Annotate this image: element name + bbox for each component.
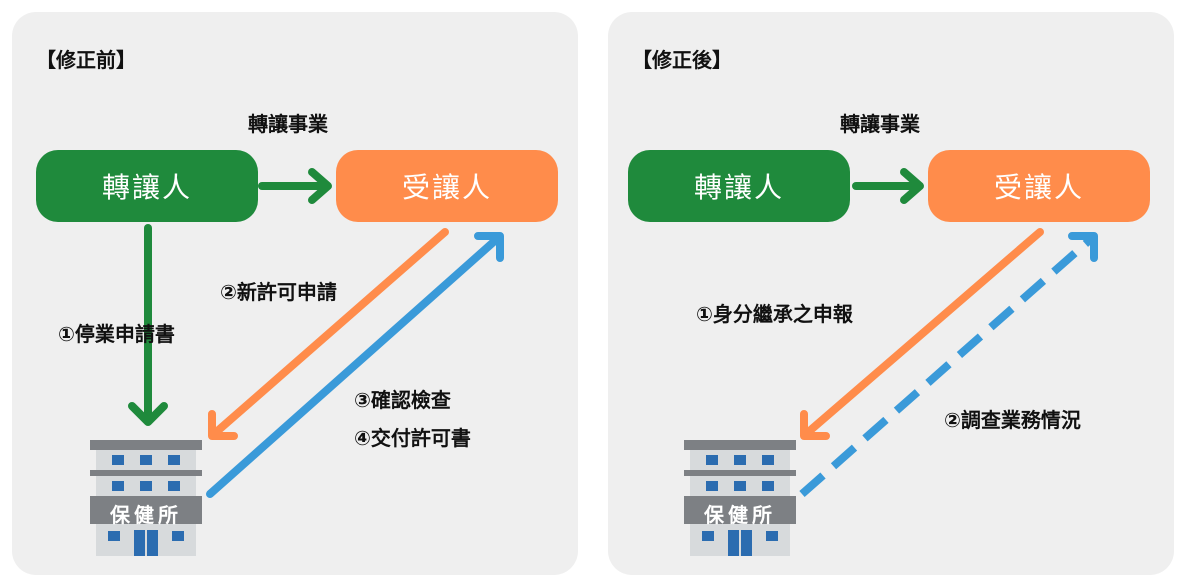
- stop-business-arrow: [128, 224, 168, 426]
- health-center-building-right: [683, 439, 797, 557]
- after-title: 【修正後】: [632, 48, 732, 72]
- step-inspection: ③確認檢查: [354, 388, 451, 412]
- transfer-arrow-after: [852, 168, 924, 204]
- step-issue-permit: ④交付許可書: [354, 426, 471, 450]
- inspection-arrow: [206, 232, 504, 498]
- before-title: 【修正前】: [36, 48, 136, 72]
- step-succession-report: ①身分繼承之申報: [696, 302, 853, 326]
- new-permit-arrow: [208, 228, 449, 440]
- section-title: 轉讓事業: [248, 112, 328, 136]
- transfer-arrow: [258, 168, 332, 204]
- section-title-after: 轉讓事業: [840, 112, 920, 136]
- transferor-box-after: 轉讓人: [628, 150, 850, 222]
- health-center-building-left: [89, 439, 203, 557]
- transferee-box: 受讓人: [336, 150, 558, 222]
- transferee-box-after: 受讓人: [928, 150, 1150, 222]
- succession-report-arrow: [800, 228, 1044, 440]
- business-survey-arrow: [799, 232, 1098, 497]
- building-label-right: 保健所: [704, 503, 776, 527]
- step-business-survey: ②調查業務情況: [944, 408, 1081, 432]
- step-stop-business: ①停業申請書: [58, 322, 175, 346]
- transferor-box: 轉讓人: [36, 150, 258, 222]
- building-label-left: 保健所: [110, 503, 182, 527]
- step-new-permit: ②新許可申請: [220, 280, 337, 304]
